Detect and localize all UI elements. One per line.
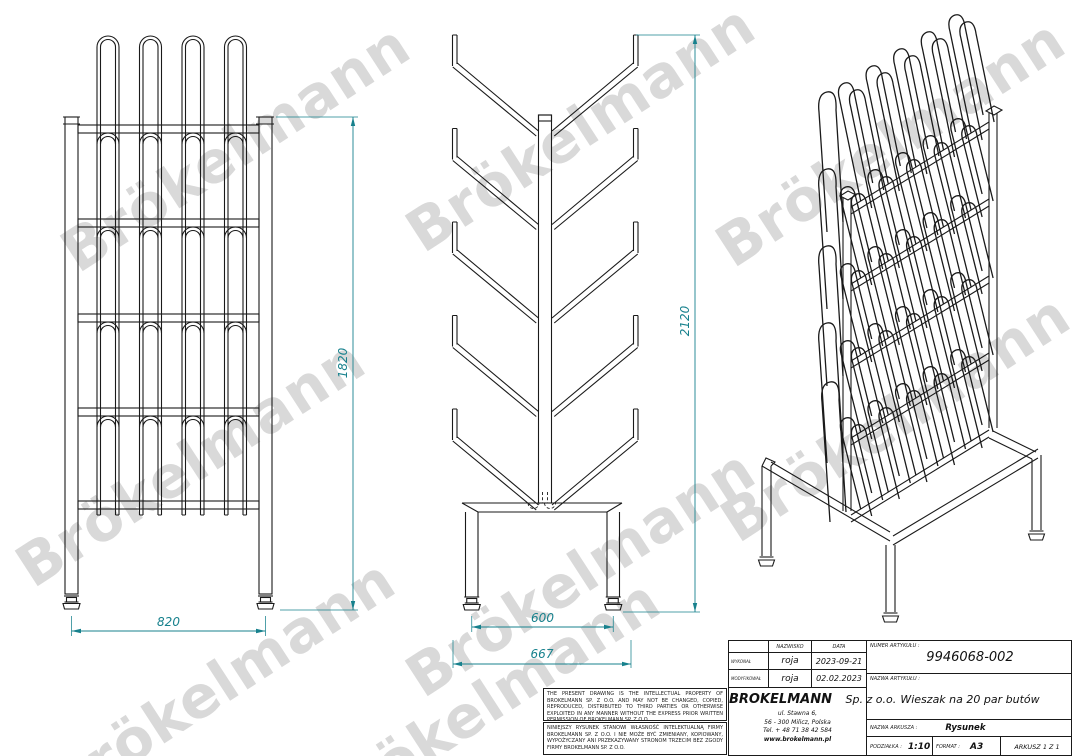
company-website: www.brokelmann.pl [763, 736, 832, 744]
created-by-name: roja [769, 653, 812, 670]
company-address-2: 56 - 300 Milicz, Polska [764, 718, 831, 726]
article-number: 9946068-002 [926, 650, 1014, 665]
scale-value: 1:10 [907, 742, 931, 752]
front-view: 820 1820 [62, 35, 358, 636]
dimension-label-2120: 2120 [678, 305, 692, 336]
company-address-1: ul. Stawna 6, [777, 710, 818, 717]
side-view: 600 667 2120 [451, 34, 700, 668]
dimension-label-667: 667 [531, 647, 554, 661]
dimension-side-height: 2120 [623, 34, 700, 613]
sheet-name-label: NAZWA ARKUSZA : [870, 725, 918, 731]
modified-by-name: roja [769, 670, 812, 688]
company-phone: Tel. + 48 71 38 42 584 [763, 727, 832, 735]
disclaimer-english: THE PRESENT DRAWING IS THE INTELLECTUAL … [543, 688, 727, 723]
dimension-front-width: 820 [71, 615, 266, 636]
article-name-label: NAZWA ARTYKUŁU : [870, 676, 920, 682]
column-header-name: NAZWISKO [769, 641, 812, 653]
dimension-front-height: 1820 [276, 116, 358, 611]
dimension-label-600: 600 [531, 611, 554, 625]
dimension-label-1820: 1820 [336, 347, 350, 378]
row-label-created: WYKONAŁ [729, 653, 769, 670]
row-label-modified: MODYFIKOWAŁ [729, 670, 769, 688]
article-number-label: NUMER ARTYKUŁU : [870, 643, 920, 649]
sheet-of: ARKUSZ 1 Z 1 [1014, 743, 1060, 751]
company-suffix: Sp. z o.o. [845, 693, 897, 706]
disclaimer-polish: NINIEJSZY RYSUNEK STANOWI WŁASNOŚĆ INTEL… [543, 722, 727, 755]
scale-label: PODZIAŁKA : [870, 744, 902, 750]
isometric-view [757, 15, 1046, 623]
company-name: BROKELMANN [729, 692, 832, 707]
dimension-side-feet: 600 [471, 611, 614, 632]
format-value: A3 [969, 742, 984, 752]
dimension-label-820: 820 [157, 615, 180, 629]
article-name: Wieszak na 20 par butów [900, 693, 1040, 706]
format-label: FORMAT : [936, 744, 960, 750]
sheet-name: Rysunek [945, 723, 986, 733]
modified-date: 02.02.2023 [812, 670, 867, 688]
dimension-side-depth: 667 [452, 640, 632, 668]
created-date: 2023-09-21 [812, 653, 867, 670]
column-header-date: DATA [812, 641, 867, 653]
